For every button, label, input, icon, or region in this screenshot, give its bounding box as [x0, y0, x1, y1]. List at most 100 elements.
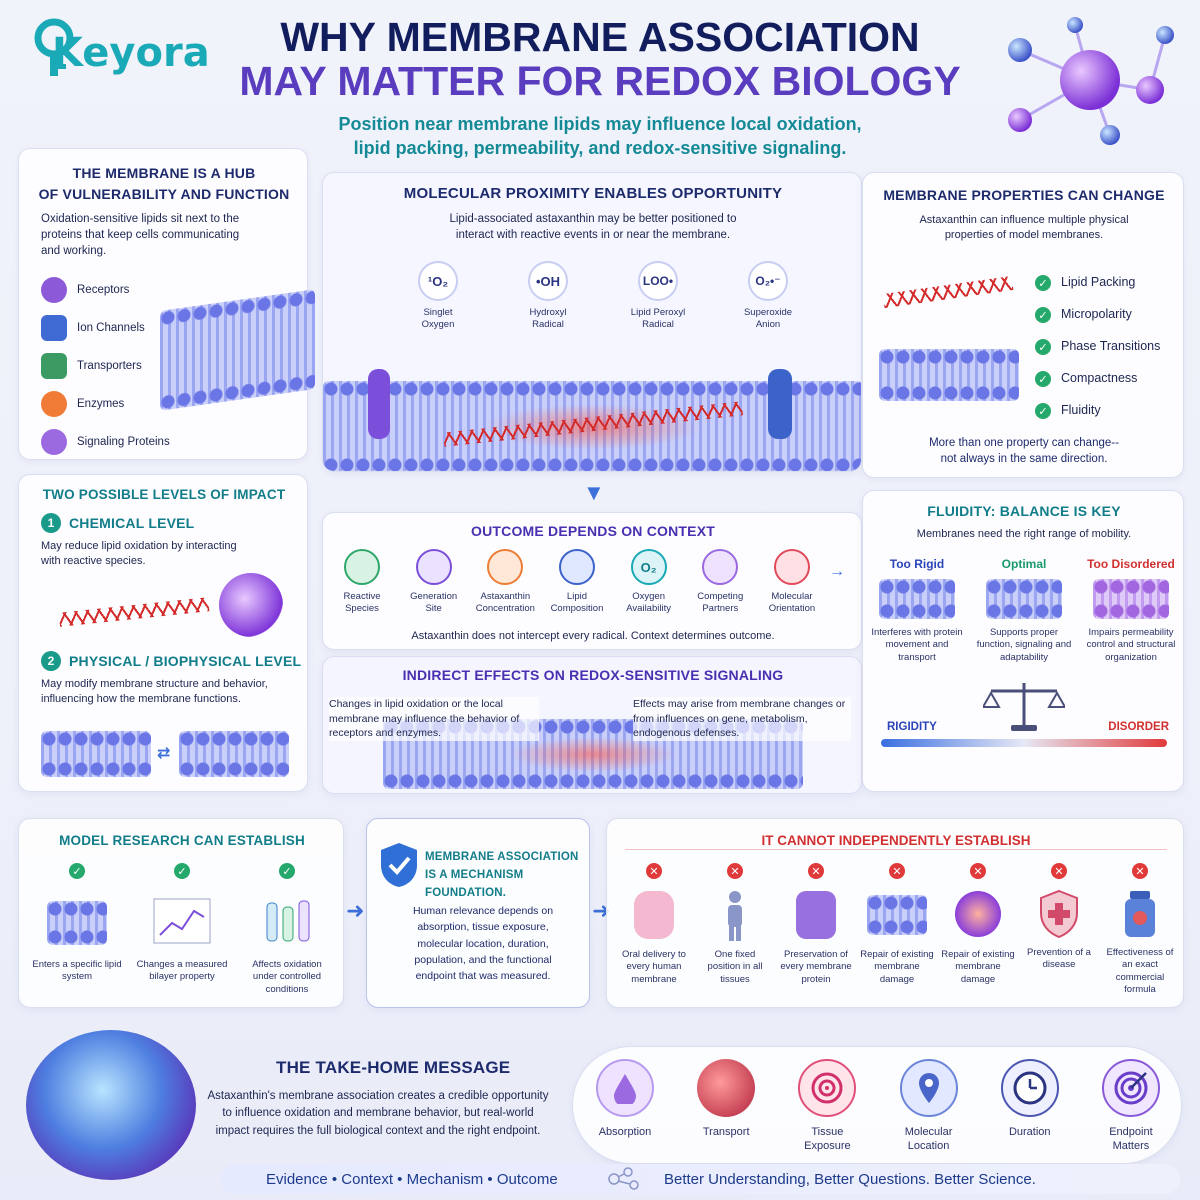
shield-check-icon — [381, 843, 417, 887]
establish-label: Affects oxidation under controlled condi… — [252, 959, 322, 995]
context-item: Generation Site — [399, 549, 469, 616]
lipid-system-icon — [47, 901, 107, 945]
context-label: Concentration — [475, 603, 535, 615]
hub-title-line1: THE MEMBRANE IS A HUB — [72, 165, 256, 181]
list-item: Receptors — [41, 271, 170, 309]
list-item: Transporters — [41, 347, 170, 385]
establish-item: ✓ Changes a measured bilayer property — [134, 863, 230, 996]
takehome-label: Duration — [1008, 1126, 1051, 1138]
takehome-label: Absorption — [598, 1126, 652, 1138]
context-item: Molecular Orientation — [757, 549, 827, 616]
enzyme-icon — [41, 391, 67, 417]
foundation-title: MEMBRANE ASSOCIATION IS A MECHANISM FOUN… — [425, 849, 585, 902]
x-icon: ✕ — [1132, 863, 1148, 879]
intestine-icon — [634, 891, 674, 939]
concentration-icon — [487, 549, 524, 585]
check-icon: ✓ — [279, 863, 295, 879]
hub-title-line2: OF VULNERABILITY AND FUNCTION — [38, 186, 290, 202]
protein-icon — [796, 891, 836, 939]
context-row: Reactive Species Generation Site Astaxan… — [327, 549, 827, 616]
x-icon: ✕ — [646, 863, 662, 879]
indirect-left-text: Changes in lipid oxidation or the local … — [329, 697, 539, 742]
subtitle-line2: lipid packing, permeability, and redox-s… — [353, 138, 847, 159]
proximity-card: MOLECULAR PROXIMITY ENABLES OPPORTUNITY … — [322, 172, 862, 472]
list-item: ✓Phase Transitions — [1035, 331, 1160, 363]
down-arrow-icon: ▼ — [583, 480, 605, 505]
phys-title: PHYSICAL / BIOPHYSICAL LEVEL — [69, 653, 302, 669]
cannot-label: Repair of existing membrane damage — [860, 949, 934, 985]
check-icon: ✓ — [174, 863, 190, 879]
cannot-item: ✕ Repair of existing membrane damage — [941, 863, 1015, 996]
takehome-row: Absorption Transport Tissue Exposure Mol… — [583, 1059, 1173, 1154]
takehome-item: Tissue Exposure — [785, 1059, 869, 1154]
check-icon: ✓ — [1035, 339, 1051, 355]
context-label: Astaxanthin — [480, 591, 531, 602]
logo: Keyora — [28, 12, 228, 82]
context-note: Astaxanthin does not intercept every rad… — [411, 630, 775, 642]
list-item: ✓Fluidity — [1035, 395, 1160, 427]
takehome-label: Matters — [1112, 1140, 1150, 1153]
properties-card: MEMBRANE PROPERTIES CAN CHANGE Astaxanth… — [862, 172, 1184, 478]
footer-right: Better Understanding, Better Questions. … — [664, 1171, 1036, 1188]
takehome-item: Molecular Location — [887, 1059, 971, 1154]
footer-left: Evidence • Context • Mechanism • Outcome — [266, 1171, 558, 1188]
proximity-title: MOLECULAR PROXIMITY ENABLES OPPORTUNITY — [403, 185, 783, 202]
list-item: Signaling Proteins — [41, 423, 170, 459]
phys-heading: 2 PHYSICAL / BIOPHYSICAL LEVEL — [41, 651, 301, 671]
list-item-label: Signaling Proteins — [77, 435, 170, 448]
test-tubes-icon — [266, 900, 310, 942]
orientation-icon — [773, 549, 810, 585]
context-label: Oxygen — [632, 591, 665, 602]
oxygen-icon: O₂ — [630, 549, 667, 585]
cannot-item: ✕ Prevention of a disease — [1022, 863, 1096, 996]
properties-note-line1: More than one property can change-- — [929, 437, 1119, 449]
fluidity-gradient-bar — [881, 739, 1167, 747]
cannot-label: Repair of existing membrane damage — [941, 949, 1015, 985]
context-label: Orientation — [768, 603, 816, 615]
indirect-title: INDIRECT EFFECTS ON REDOX-SENSITIVE SIGN… — [402, 667, 784, 683]
page-title-line2: MAY MATTER FOR REDOX BIOLOGY — [239, 58, 961, 104]
context-title: OUTCOME DEPENDS ON CONTEXT — [471, 523, 715, 539]
phys-body: May modify membrane structure and behavi… — [41, 678, 268, 706]
signaling-protein-icon — [41, 429, 67, 455]
species-item: LOO• Lipid Peroxyl Radical — [613, 261, 703, 332]
lipid-peroxyl-icon: LOO• — [638, 261, 678, 301]
properties-note-line2: not always in the same direction. — [940, 453, 1108, 466]
species-row: ¹O₂ Singlet Oxygen •OH Hydroxyl Radical … — [393, 261, 813, 332]
properties-body-line2: properties of model membranes. — [944, 229, 1104, 242]
state-desc: Supports proper function, signaling and … — [976, 627, 1072, 663]
takehome-item: Absorption — [583, 1059, 667, 1154]
takehome-label: Endpoint — [1109, 1126, 1153, 1138]
list-item: ✓Compactness — [1035, 363, 1160, 395]
establish-item: ✓ Enters a specific lipid system — [29, 863, 125, 996]
fluidity-title: FLUIDITY: BALANCE IS KEY — [927, 503, 1121, 519]
astaxanthin-molecule-icon — [58, 597, 210, 627]
species-label: Radical — [642, 319, 674, 331]
context-item: O₂ Oxygen Availability — [614, 549, 684, 616]
location-pin-icon — [415, 549, 452, 585]
cannot-label: Oral delivery to every human membrane — [622, 949, 686, 985]
cannot-item: ✕ Repair of existing membrane damage — [860, 863, 934, 996]
clock-icon — [1000, 1059, 1059, 1117]
hydroxyl-radical-icon: •OH — [528, 261, 568, 301]
balance-scale-icon — [983, 683, 1065, 731]
context-label: Species — [345, 603, 379, 615]
takehome-label: Location — [907, 1140, 950, 1153]
species-item: O₂•⁻ Superoxide Anion — [723, 261, 813, 332]
swap-arrows-icon: ⇄ — [157, 745, 171, 762]
reactive-species-icon — [344, 549, 380, 585]
molecule-icon — [702, 549, 739, 585]
molecule-small-icon — [608, 1167, 639, 1190]
number-badge: 1 — [41, 513, 61, 533]
takehome-item: Transport — [684, 1059, 768, 1154]
chem-title: CHEMICAL LEVEL — [69, 515, 195, 531]
list-item-label: Receptors — [77, 283, 130, 296]
fluidity-state: Optimal Supports proper function, signal… — [976, 557, 1072, 664]
ion-channel-icon — [41, 315, 67, 341]
properties-body: Astaxanthin can influence multiple physi… — [863, 213, 1183, 244]
indirect-card: INDIRECT EFFECTS ON REDOX-SENSITIVE SIGN… — [322, 656, 862, 794]
context-label: Partners — [702, 603, 739, 615]
list-item-label: Fluidity — [1061, 403, 1101, 418]
logo-key-icon — [34, 18, 74, 76]
check-icon: ✓ — [1035, 371, 1051, 387]
